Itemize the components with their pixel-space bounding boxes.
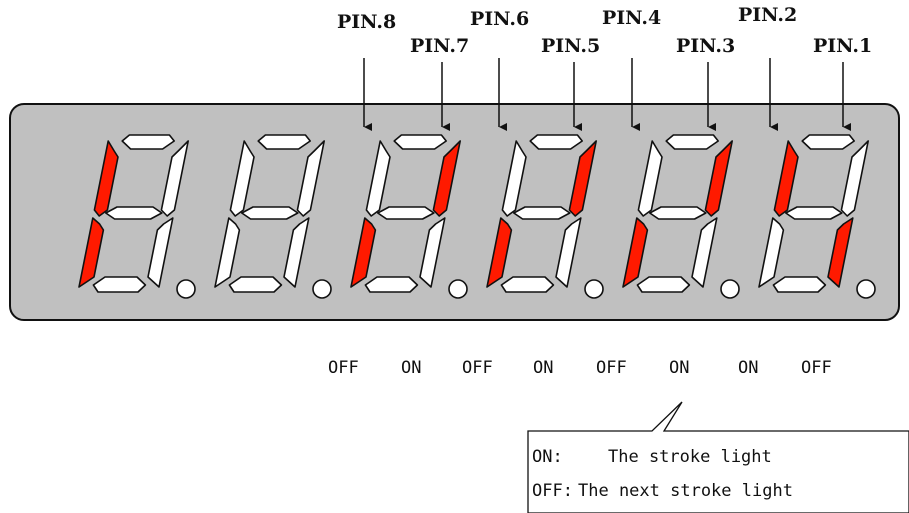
digit-2-segment-f [229,140,255,217]
digit-6-segment-b [840,140,870,217]
pin-state-8: OFF [328,358,359,378]
digit-4 [486,134,604,299]
digit-2-segment-g [241,206,299,220]
digit-6-segment-d [772,276,827,293]
digit-1 [78,134,196,299]
legend-on-key: ON: [532,447,563,467]
pin-label-7: PIN.7 [410,35,469,57]
digit-6-segment-a [801,134,856,150]
digit-1-segment-c [147,217,174,288]
digit-1-segment-e [78,217,105,288]
digit-2-segment-a [257,134,312,150]
pin-state-3: ON [669,358,689,378]
digit-1-segment-a [121,134,175,150]
pin-state-row: OFF ON OFF ON OFF ON ON OFF [328,358,832,378]
digit-4-segment-e [486,217,513,288]
digit-2-segment-d [228,276,283,293]
digit-4-segment-d [500,276,555,293]
legend-off-key: OFF: [532,481,573,501]
legend-callout: ON: The stroke light OFF: The next strok… [527,401,909,513]
pin-label-1: PIN.1 [813,35,872,57]
digit-4-decimal-point [584,279,604,299]
digit-3-segment-f [365,140,391,217]
digit-3-segment-e [350,217,377,288]
seven-segment-digits [78,134,876,299]
pin-state-1: OFF [801,358,832,378]
pin-labels: PIN.8 PIN.7 PIN.6 PIN.5 PIN.4 PIN.3 PIN.… [337,4,872,131]
digit-3-segment-b [432,140,462,217]
digit-3-segment-c [419,217,446,288]
digit-1-segment-g [105,206,163,220]
digit-5-segment-c [691,217,718,288]
pin-state-5: ON [533,358,553,378]
digit-3-segment-d [364,276,419,293]
digit-4-segment-g [512,206,571,220]
digit-5-segment-d [636,276,691,293]
pin-label-6: PIN.6 [470,8,529,30]
digit-2 [214,134,332,299]
pin-state-4: OFF [596,358,627,378]
digit-5-decimal-point [720,279,740,299]
pin-label-3: PIN.3 [676,35,735,57]
digit-4-segment-c [555,217,582,288]
digit-1-segment-b [160,140,189,217]
pin-label-2: PIN.2 [738,4,797,26]
digit-3-segment-g [376,206,435,220]
pin-state-2: ON [738,358,758,378]
pin-label-5: PIN.5 [541,35,600,57]
legend-on-text: The stroke light [608,447,772,467]
pin-label-4: PIN.4 [602,7,661,29]
digit-4-segment-a [529,134,584,150]
digit-6-decimal-point [856,279,876,299]
digit-5-segment-f [637,140,663,217]
legend-callout-box [527,401,909,513]
digit-3-segment-a [393,134,448,150]
digit-1-decimal-point [176,279,196,299]
digit-1-segment-f [93,140,119,217]
digit-5-segment-g [648,206,707,220]
digit-4-segment-f [501,140,527,217]
digit-5-segment-a [665,134,720,150]
pin-state-6: OFF [462,358,493,378]
digit-4-segment-b [568,140,598,217]
digit-3 [350,134,468,299]
legend-off-text: The next stroke light [578,481,793,501]
digit-6-segment-g [784,206,843,220]
digit-5 [622,134,740,299]
digit-2-segment-c [283,217,310,288]
pin-state-7: ON [401,358,421,378]
digit-5-segment-e [622,217,649,288]
digit-6-segment-f [773,140,799,217]
digit-5-segment-b [704,140,734,217]
digit-2-segment-e [214,217,241,288]
digit-6 [758,134,876,299]
digit-2-decimal-point [312,279,332,299]
digit-1-segment-d [92,276,147,293]
digit-6-segment-c [827,217,854,288]
digit-2-segment-b [296,140,326,217]
digit-3-decimal-point [448,279,468,299]
digit-6-segment-e [758,217,785,288]
pin-label-8: PIN.8 [337,11,396,33]
